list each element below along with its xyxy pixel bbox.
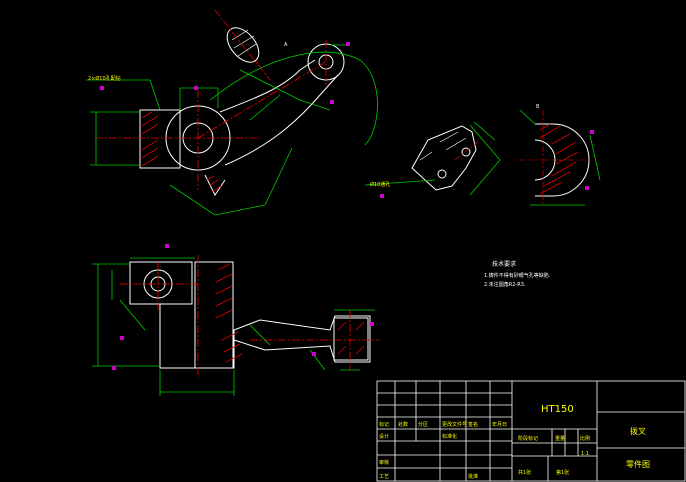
callout-holes: 2×Ø10孔配钻 bbox=[88, 75, 121, 82]
svg-text:重量: 重量 bbox=[555, 435, 565, 442]
svg-text:标记: 标记 bbox=[379, 421, 389, 428]
section-view-a bbox=[411, 125, 477, 191]
section-label-a: A bbox=[284, 42, 288, 48]
callout-through-hole: Ø10通孔 bbox=[370, 181, 390, 188]
svg-text:共1张: 共1张 bbox=[518, 469, 531, 476]
hatch-left bbox=[141, 111, 159, 167]
dimensions-main bbox=[86, 44, 378, 216]
svg-text:年月日: 年月日 bbox=[492, 421, 507, 428]
hatch-section-b bbox=[539, 123, 579, 195]
svg-text:阶段标记: 阶段标记 bbox=[518, 435, 538, 442]
svg-text:工艺: 工艺 bbox=[379, 474, 389, 480]
arm-upper bbox=[219, 59, 316, 113]
notes-item-2: 2.未注圆角R2-R3. bbox=[484, 281, 526, 288]
svg-text:设计: 设计 bbox=[379, 433, 389, 440]
svg-text:分区: 分区 bbox=[418, 421, 428, 428]
lower-cut bbox=[204, 174, 226, 196]
front-fork-block bbox=[333, 317, 369, 361]
front-body bbox=[159, 304, 371, 369]
dimensions-section-a bbox=[364, 121, 501, 196]
svg-text:签名: 签名 bbox=[468, 421, 478, 428]
section-label-b: B bbox=[536, 104, 540, 110]
title-block-marks: 标记 处数 分区 更改文件号 签名 年月日 设计 标准化 审核 工艺 批准 阶段… bbox=[379, 421, 590, 480]
material-label: HT150 bbox=[541, 404, 574, 415]
front-hub bbox=[194, 261, 234, 369]
section-a-hole2 bbox=[437, 169, 447, 179]
svg-text:更改文件号: 更改文件号 bbox=[442, 421, 467, 428]
front-upper-block bbox=[129, 261, 193, 305]
dimensions-section-b bbox=[519, 109, 601, 206]
front-view bbox=[129, 261, 371, 369]
svg-text:处数: 处数 bbox=[398, 421, 408, 428]
svg-text:1:1: 1:1 bbox=[581, 451, 589, 457]
svg-text:批准: 批准 bbox=[468, 473, 478, 480]
svg-text:第1张: 第1张 bbox=[556, 469, 569, 476]
drawing-type: 零件图 bbox=[626, 459, 650, 469]
main-view bbox=[139, 27, 345, 196]
arm-lower bbox=[224, 74, 339, 166]
section-a-hole1 bbox=[461, 147, 471, 157]
section-a-outline bbox=[411, 125, 477, 191]
notes-heading: 技术要求 bbox=[492, 260, 516, 268]
dimensions-front bbox=[92, 257, 375, 396]
roughness-symbols bbox=[100, 42, 594, 370]
svg-text:标准化: 标准化 bbox=[442, 433, 457, 440]
part-name: 拨叉 bbox=[630, 426, 646, 436]
svg-text:比例: 比例 bbox=[580, 435, 590, 442]
hatch-front bbox=[215, 263, 365, 363]
notes-item-1: 1.铸件不得有砂眼气孔等缺陷. bbox=[484, 272, 551, 279]
svg-text:审核: 审核 bbox=[379, 459, 389, 466]
centerlines-front bbox=[120, 255, 380, 378]
title-block bbox=[376, 380, 686, 482]
